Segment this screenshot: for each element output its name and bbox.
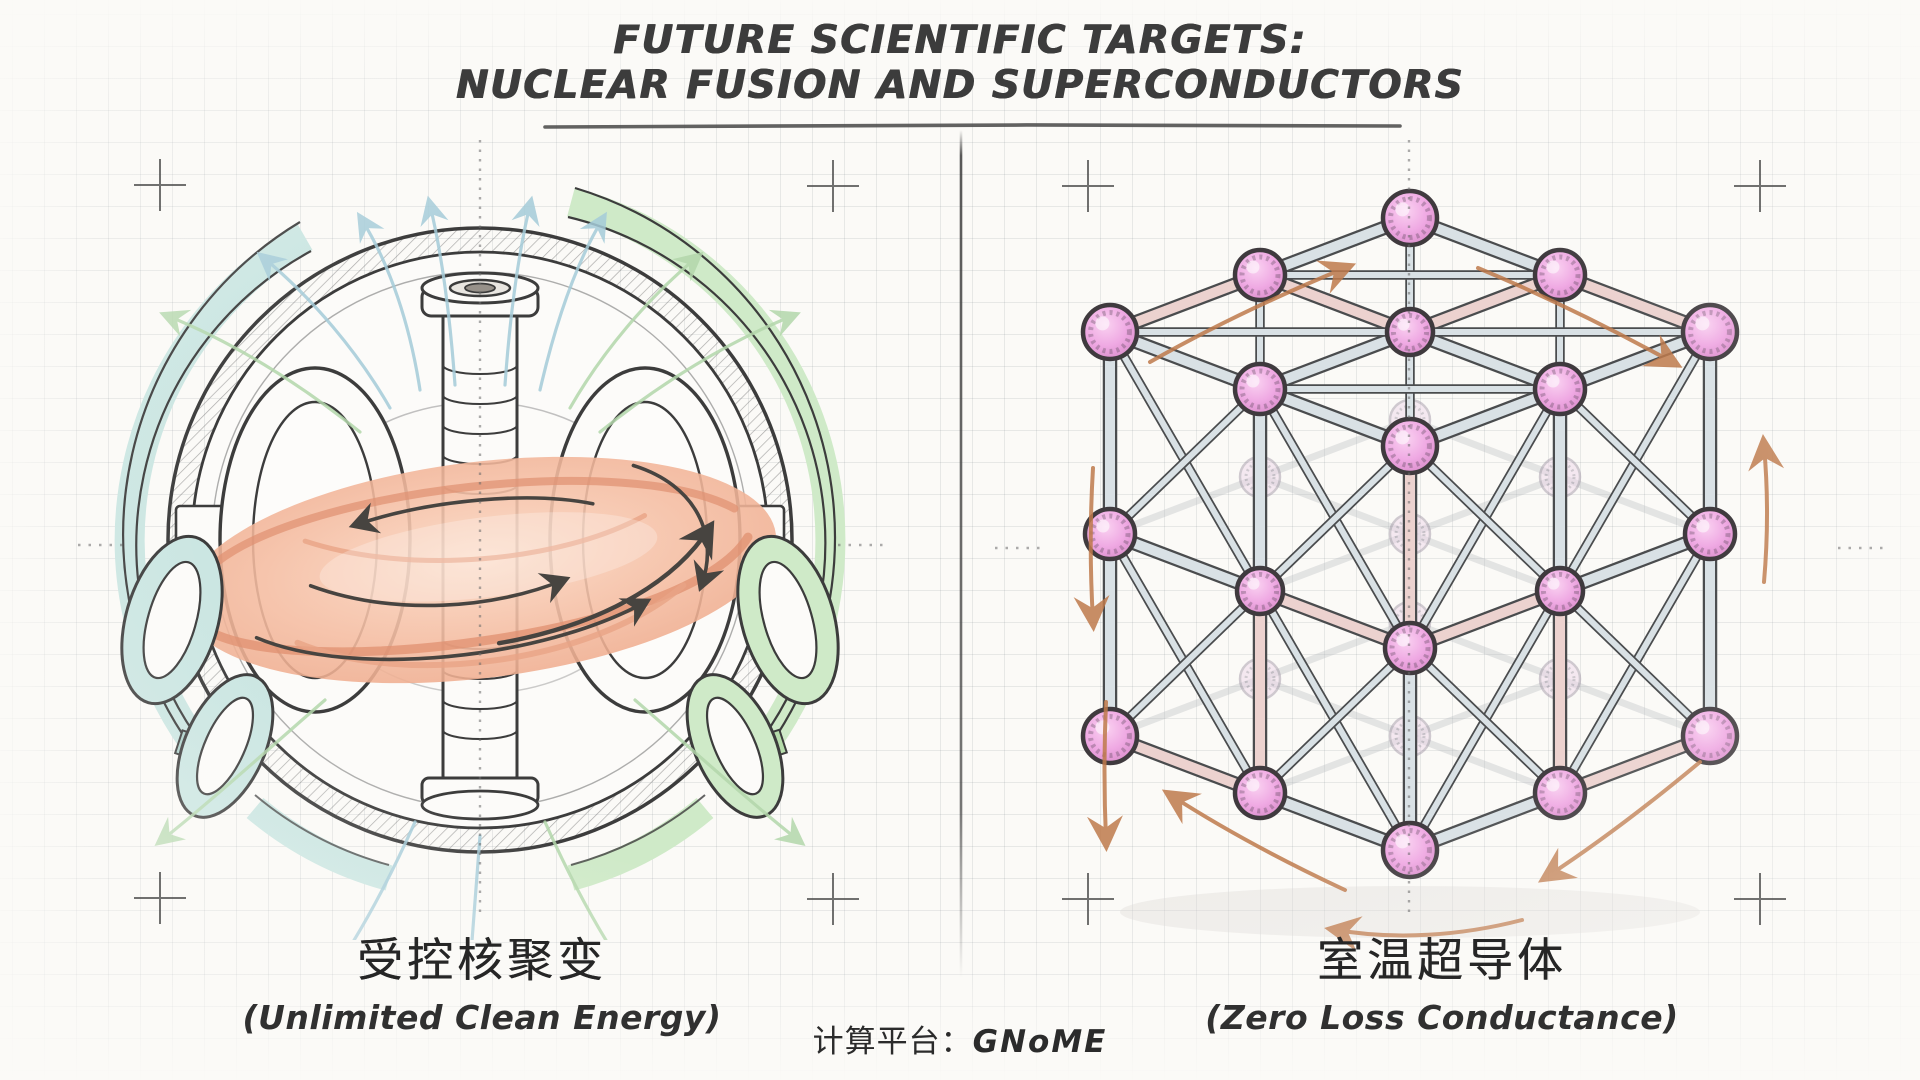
platform-footer: 计算平台：GNoME — [0, 1016, 1920, 1061]
title-underline — [543, 123, 1402, 129]
platform-label: 计算平台： — [812, 1024, 973, 1060]
atom — [1234, 565, 1286, 617]
atom — [1380, 188, 1440, 248]
atom — [1380, 820, 1440, 880]
atom — [1682, 506, 1738, 562]
superconductor-caption-zh: 室温超导体 — [1317, 933, 1567, 987]
atom — [1384, 306, 1436, 358]
atom — [1380, 416, 1440, 476]
title-block: FUTURE SCIENTIFIC TARGETS: NUCLEAR FUSIO… — [0, 18, 1920, 108]
crystal-lattice-illustration — [1073, 188, 1785, 950]
atom — [1680, 302, 1740, 362]
atom — [1532, 247, 1588, 303]
atom — [1532, 765, 1588, 821]
title-line-2: NUCLEAR FUSION AND SUPERCONDUCTORS — [455, 63, 1465, 109]
atom — [1232, 765, 1288, 821]
atom — [1232, 247, 1288, 303]
atom — [1680, 706, 1740, 766]
atom — [1532, 361, 1588, 417]
atom — [1534, 565, 1586, 617]
platform-value: GNoME — [972, 1024, 1108, 1060]
atom — [1080, 706, 1140, 766]
atom — [1080, 302, 1140, 362]
title-line-1: FUTURE SCIENTIFIC TARGETS: — [613, 18, 1307, 63]
lattice-geometry — [1080, 188, 1740, 880]
atom — [1232, 361, 1288, 417]
atom — [1382, 620, 1438, 676]
tokamak-illustration — [114, 186, 846, 940]
fusion-caption-zh: 受控核聚变 — [357, 933, 607, 987]
